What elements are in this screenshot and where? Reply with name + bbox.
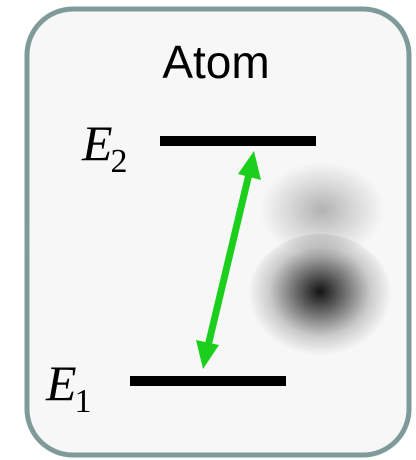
lower-orbital-cloud: [248, 234, 392, 362]
upper-orbital-cloud: [260, 162, 384, 258]
level-label-e2: E2: [82, 115, 130, 180]
panel-title: Atom: [162, 36, 270, 88]
level-symbol: E: [46, 355, 77, 411]
level-label-e1: E1: [46, 355, 94, 420]
transition-arrow-icon: [196, 151, 261, 369]
level-symbol: E: [82, 115, 113, 171]
level-subscript: 2: [110, 143, 128, 180]
level-subscript: 1: [74, 383, 92, 420]
